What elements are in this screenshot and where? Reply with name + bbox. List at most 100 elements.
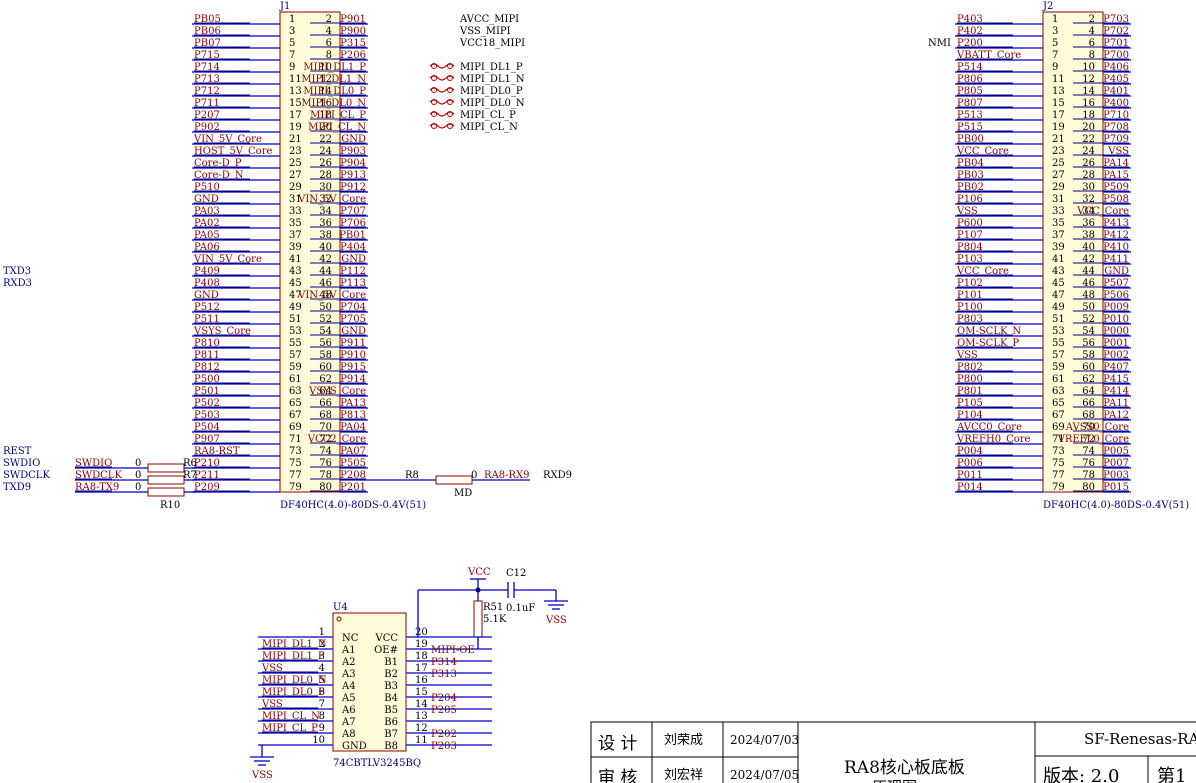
j1-body [279, 11, 341, 493]
j1-net-left: P712 [194, 86, 220, 97]
j2-pin-num: 57 [1052, 350, 1065, 361]
j2-net-right: VCC_Core [1076, 206, 1129, 217]
u4-pin-num: 2 [319, 639, 325, 650]
j2-net-left: VSS [956, 206, 978, 217]
j1-net-right: P505 [340, 458, 366, 469]
u4-ref: U4 [333, 602, 348, 613]
j2-pin-num: 36 [1082, 218, 1095, 229]
j2-net-right: P001 [1103, 338, 1129, 349]
j1-net-right: PA07 [340, 446, 366, 457]
j2-net-left: VCC_Core [956, 146, 1009, 157]
j1-pin-num: 54 [319, 326, 332, 337]
j2-pin-num: 77 [1052, 470, 1065, 481]
j2-pin-num: 47 [1052, 290, 1065, 301]
j1-net-left: P207 [194, 110, 220, 121]
j1-pin-num: 1 [289, 14, 295, 25]
j1-net-right: MIPI_CL_N [308, 122, 366, 133]
j1-pin-num: 22 [319, 134, 332, 145]
c12-value: 0.1uF [506, 603, 535, 614]
design-date: 2024/07/03 [730, 733, 799, 747]
u4-pin-num: 19 [415, 639, 428, 650]
j1-net-left: P811 [194, 350, 220, 361]
j1-pin-num: 9 [289, 62, 295, 73]
j2-pin-num: 23 [1052, 146, 1065, 157]
j1-net-left: P511 [194, 314, 220, 325]
j2-pin-num: 61 [1052, 374, 1065, 385]
j1-net-left: PB05 [194, 14, 221, 25]
j1-pin-num: 53 [289, 326, 302, 337]
j1-pin-num: 28 [319, 170, 332, 181]
j2-pin-num: 39 [1052, 242, 1065, 253]
j2-net-right: P000 [1103, 326, 1129, 337]
j1-net-right: VSYS_Core [308, 386, 366, 397]
j2-net-right: P508 [1103, 194, 1129, 205]
j2-pin-num: 7 [1052, 50, 1058, 61]
peripheral-circuits: AVCC_MIPIVSS_MIPIVCC18_MIPIMIPI_DL1_PMIP… [3, 14, 951, 648]
txd9-label: TXD9 [3, 482, 31, 493]
j1-pin-num: 4 [326, 26, 332, 37]
j2-net-right: P407 [1103, 362, 1129, 373]
j1-pin-num: 24 [319, 146, 332, 157]
u4-right-net: P202 [431, 729, 457, 740]
j2-net-left: P105 [957, 398, 983, 409]
j1-pin-num: 66 [319, 398, 332, 409]
j2-net-right: P405 [1103, 74, 1129, 85]
designer-name: 刘荣成 [664, 733, 703, 748]
j1-pin-num: 33 [289, 206, 302, 217]
j2-net-left: P806 [957, 74, 983, 85]
c12-ref: C12 [506, 568, 526, 579]
j1-net-left: PA03 [194, 206, 220, 217]
r10-resistor-body [147, 487, 185, 497]
j2-pin-num: 8 [1089, 50, 1095, 61]
j2-pin-num: 2 [1089, 14, 1095, 25]
j1-pin-num: 49 [289, 302, 302, 313]
j1-net-right: P706 [340, 218, 366, 229]
j2-pin-num: 75 [1052, 458, 1065, 469]
j2-pin-num: 63 [1052, 386, 1065, 397]
u4-left-net: VSS [261, 699, 283, 710]
u4-left-net: MIPI_DL0_N [262, 675, 327, 686]
j2-pin-num: 9 [1052, 62, 1058, 73]
j2-pin-num: 70 [1082, 422, 1095, 433]
j1-net-left: VIN_5V_Core [193, 254, 262, 265]
u4-right-net: P203 [431, 741, 457, 752]
j2-pin-num: 50 [1082, 302, 1095, 313]
avcc-mipi-label: AVCC_MIPI [459, 14, 519, 25]
vss-mipi-label: VSS_MIPI [459, 26, 511, 37]
diff-pair-tie-icon [429, 63, 455, 69]
j2-pin-num: 56 [1082, 338, 1095, 349]
u4-pin-num: 7 [319, 699, 325, 710]
j1-pin-num: 78 [319, 470, 332, 481]
r10-ref: R10 [160, 500, 180, 511]
u4-pin-name: A4 [341, 681, 356, 692]
j1-net-left: P409 [194, 266, 220, 277]
j2-net-right: P509 [1103, 182, 1129, 193]
review-label: 审 核 [598, 768, 637, 783]
j1-pin-num: 15 [289, 98, 302, 109]
j1-pin-num: 2 [326, 14, 332, 25]
j1-net-left: P209 [194, 482, 220, 493]
j1-net-left: P504 [194, 422, 220, 433]
j1-net-left: P510 [194, 182, 220, 193]
u4-pin-num: 3 [319, 651, 325, 662]
u4-pin-num: 12 [415, 723, 428, 734]
j1-net-right: PA13 [340, 398, 366, 409]
j1-net-right: PB01 [339, 230, 366, 241]
j2-pin-num: 76 [1082, 458, 1095, 469]
j1-pin-num: 74 [319, 446, 332, 457]
r8-tag: MD [454, 488, 472, 499]
junction-dot-icon [475, 587, 481, 593]
j1-pin-num: 3 [289, 26, 295, 37]
u4-body [332, 612, 407, 752]
j1-pin-num: 5 [289, 38, 295, 49]
u4-pin-num: 15 [415, 687, 428, 698]
u4-right-net: P313 [431, 669, 457, 680]
j2-pin-num: 29 [1052, 182, 1065, 193]
j1-net-right: P901 [340, 14, 366, 25]
j2-net-left: VSS [956, 350, 978, 361]
j2-net-right: P015 [1103, 482, 1129, 493]
u4-pin-num: 10 [312, 735, 325, 746]
j1-net-left: GND [194, 290, 219, 301]
j1-pin-num: 56 [319, 338, 332, 349]
r8-ref: R8 [405, 470, 419, 481]
